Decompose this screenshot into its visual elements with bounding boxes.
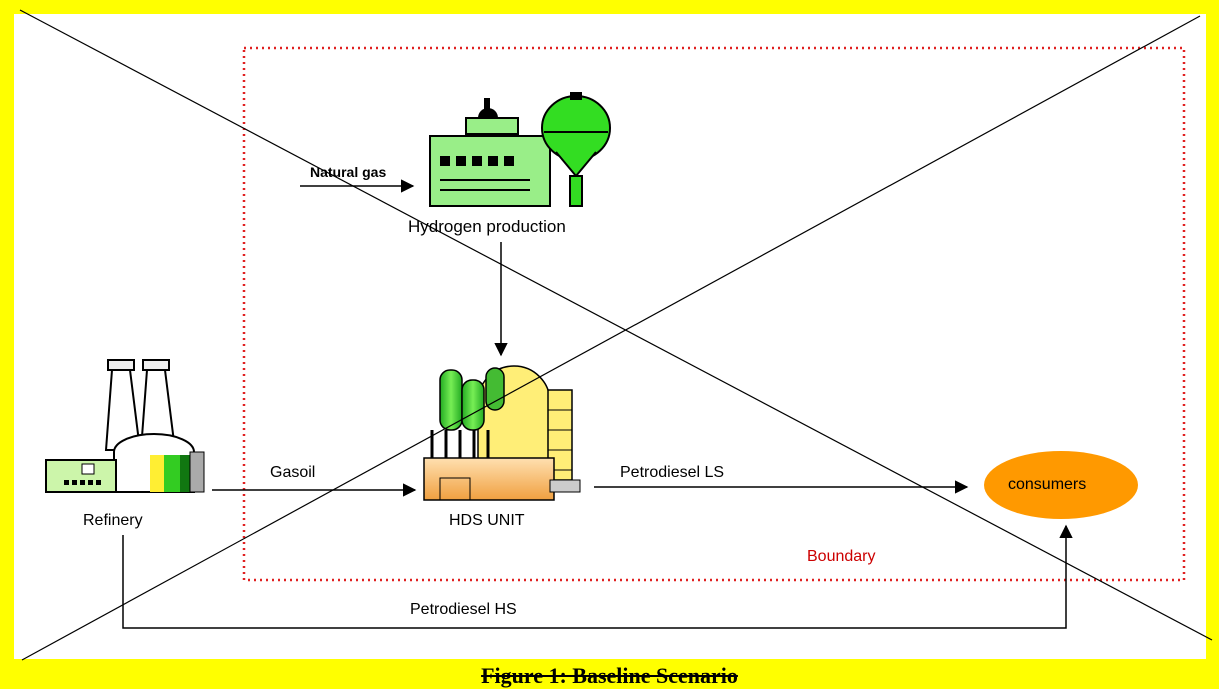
boundary-label: Boundary — [807, 548, 876, 565]
boundary-box — [242, 46, 1186, 582]
hydrogen-plant-icon — [429, 92, 611, 207]
consumers-label: consumers — [1008, 476, 1087, 493]
refinery-label: Refinery — [83, 512, 143, 529]
gasoil-label: Gasoil — [270, 464, 316, 481]
refinery-icon — [45, 359, 205, 493]
hydrogen-production-label: Hydrogen production — [408, 217, 566, 236]
strike-line-1 — [19, 9, 1213, 641]
figure-caption: Figure 1: Baseline Scenario — [481, 663, 738, 688]
hds-unit-label: HDS UNIT — [449, 512, 525, 529]
petrodiesel-ls-label: Petrodiesel LS — [620, 464, 725, 481]
strike-line-2 — [21, 15, 1201, 661]
natural-gas-label: Natural gas — [310, 164, 387, 180]
consumers-node — [984, 451, 1138, 519]
petrodiesel-hs-label: Petrodiesel HS — [410, 601, 517, 618]
petrodiesel-hs-arrow — [122, 524, 1073, 629]
